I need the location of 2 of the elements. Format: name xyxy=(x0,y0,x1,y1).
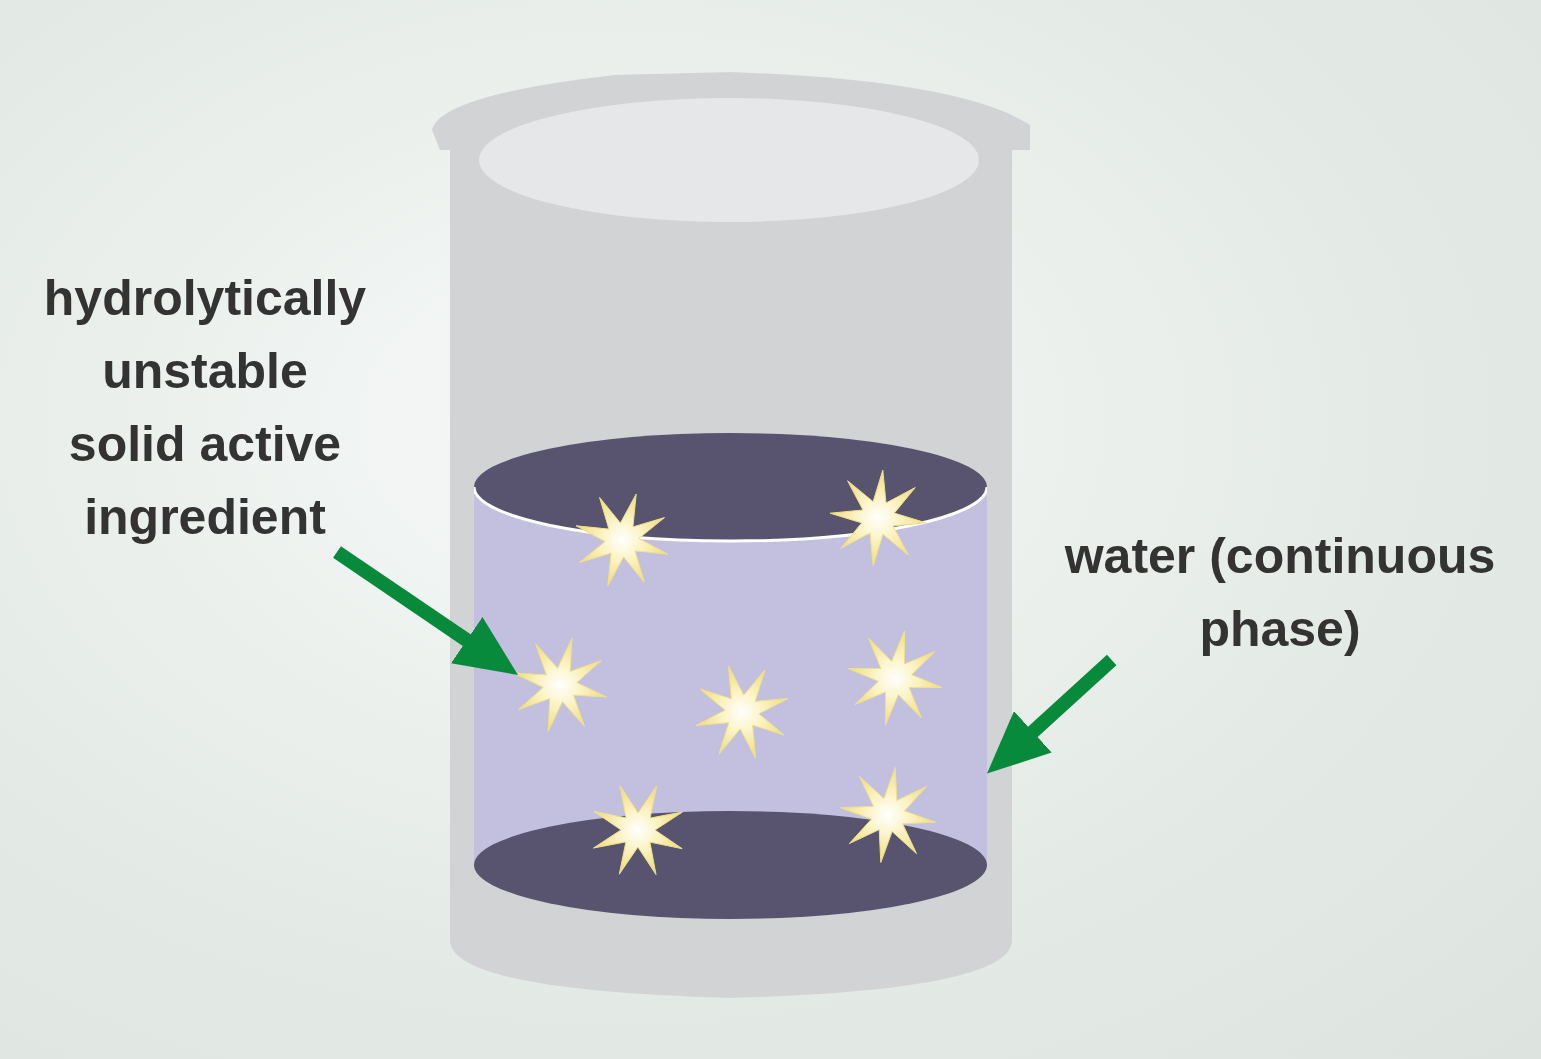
label-text: water (continuous phase) xyxy=(1063,527,1497,659)
label-text: hydrolytically unstable solid active ingredient xyxy=(42,269,368,547)
